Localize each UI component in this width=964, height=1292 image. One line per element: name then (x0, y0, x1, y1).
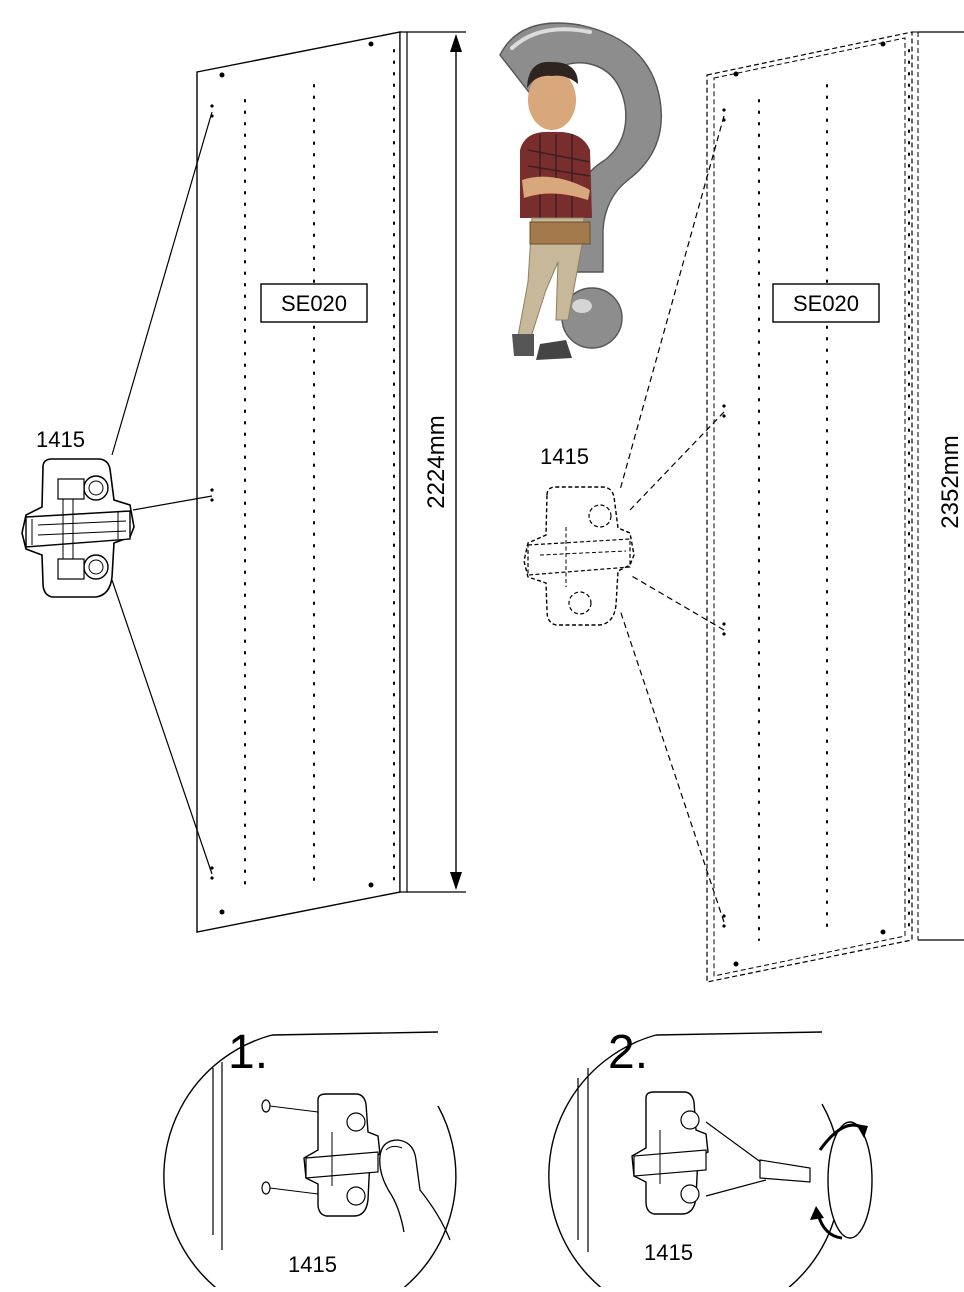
right-panel-code-box (772, 283, 880, 323)
right-height-dimension: 2352mm (918, 31, 964, 941)
left-panel-code: SE020 (281, 291, 347, 316)
thinking-worker-question-mark-icon (499, 22, 662, 360)
right-panel-code: SE020 (793, 291, 859, 316)
step-2-part-number: 1415 (644, 1240, 693, 1265)
step-2-detail: 2. 1415 (548, 1026, 873, 1292)
step-2-number: 2. (608, 1026, 648, 1079)
left-panel-code-box (260, 283, 368, 323)
step-2-hinge-icon (631, 1091, 709, 1215)
right-hinge-plate-icon (523, 486, 635, 626)
left-height-text: 2224mm (423, 415, 450, 508)
left-hinge-part-number: 1415 (36, 427, 85, 452)
press-finger-icon (379, 1139, 451, 1241)
hinge-holes-bottom (210, 866, 214, 880)
step-1-part-number: 1415 (288, 1252, 337, 1277)
right-hinge-part-number: 1415 (540, 444, 589, 469)
left-height-dimension: 2224mm (407, 31, 466, 893)
hinge-holes-middle (210, 488, 214, 502)
right-side-panel: SE020 2352mm 1415 (523, 31, 964, 983)
step-1-number: 1. (228, 1026, 268, 1079)
right-height-text: 2352mm (937, 435, 964, 528)
step-1-detail: 1. 1415 (163, 1026, 457, 1292)
screwdriver-rotate-icon (705, 1121, 873, 1240)
left-side-panel: SE020 2224mm 1415 (21, 31, 466, 933)
step-1-hinge-icon (303, 1093, 381, 1217)
left-hinge-plate-icon (21, 458, 135, 598)
